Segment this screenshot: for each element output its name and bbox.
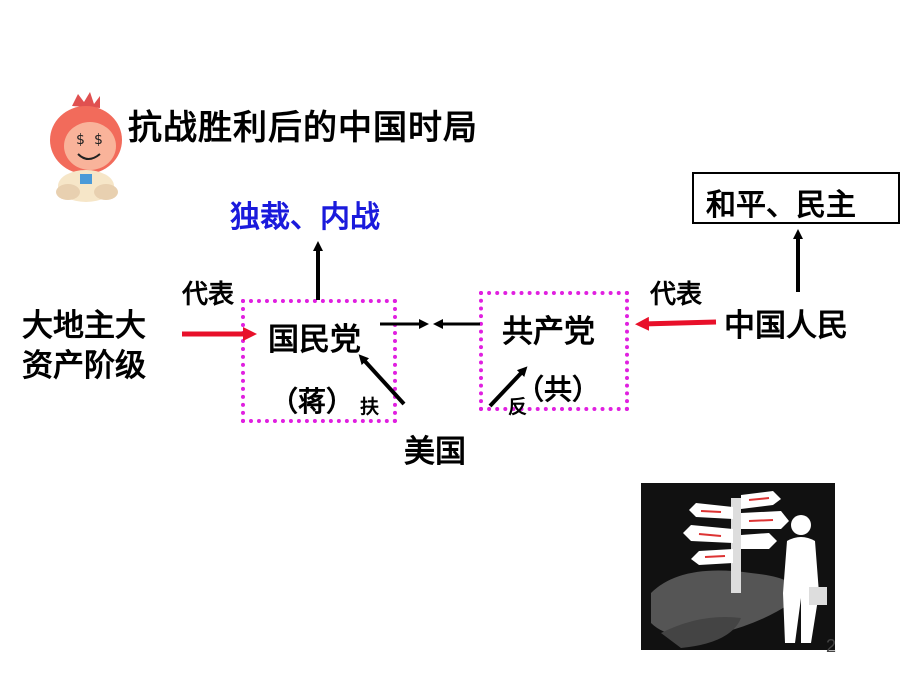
represent-left-label: 代表 <box>182 280 235 310</box>
cpc-box <box>479 291 629 411</box>
arrow-people-to-cpc <box>635 316 717 331</box>
page-number: 2 <box>826 636 837 656</box>
kmt-leader-label: （蒋） <box>270 385 355 418</box>
cpc-short-label: （共） <box>516 373 601 406</box>
people-label: 中国人民 <box>724 308 848 344</box>
support-label: 扶 <box>360 396 380 418</box>
mascot-icon: $ $ <box>50 92 122 202</box>
represent-right-label: 代表 <box>650 280 703 310</box>
usa-label: 美国 <box>404 434 466 470</box>
peace-label: 和平、民主 <box>706 188 856 223</box>
arrow-usa-oppose-cpc <box>488 366 528 408</box>
signpost-illustration <box>641 483 835 650</box>
landlord-label-line2: 资产阶级 <box>22 348 146 384</box>
landlord-label-line1: 大地主大 <box>22 308 146 344</box>
svg-text:$: $ <box>94 132 103 148</box>
kmt-box <box>241 299 397 423</box>
page-title: 抗战胜利后的中国时局 <box>128 108 478 148</box>
cpc-label: 共产党 <box>502 314 595 350</box>
arrow-usa-support-kmt <box>358 354 406 406</box>
kmt-label: 国民党 <box>268 322 361 358</box>
oppose-label: 反 <box>508 396 528 418</box>
peace-box <box>692 172 900 224</box>
svg-text:$: $ <box>76 132 85 148</box>
dictatorship-label: 独裁、内战 <box>230 200 380 235</box>
